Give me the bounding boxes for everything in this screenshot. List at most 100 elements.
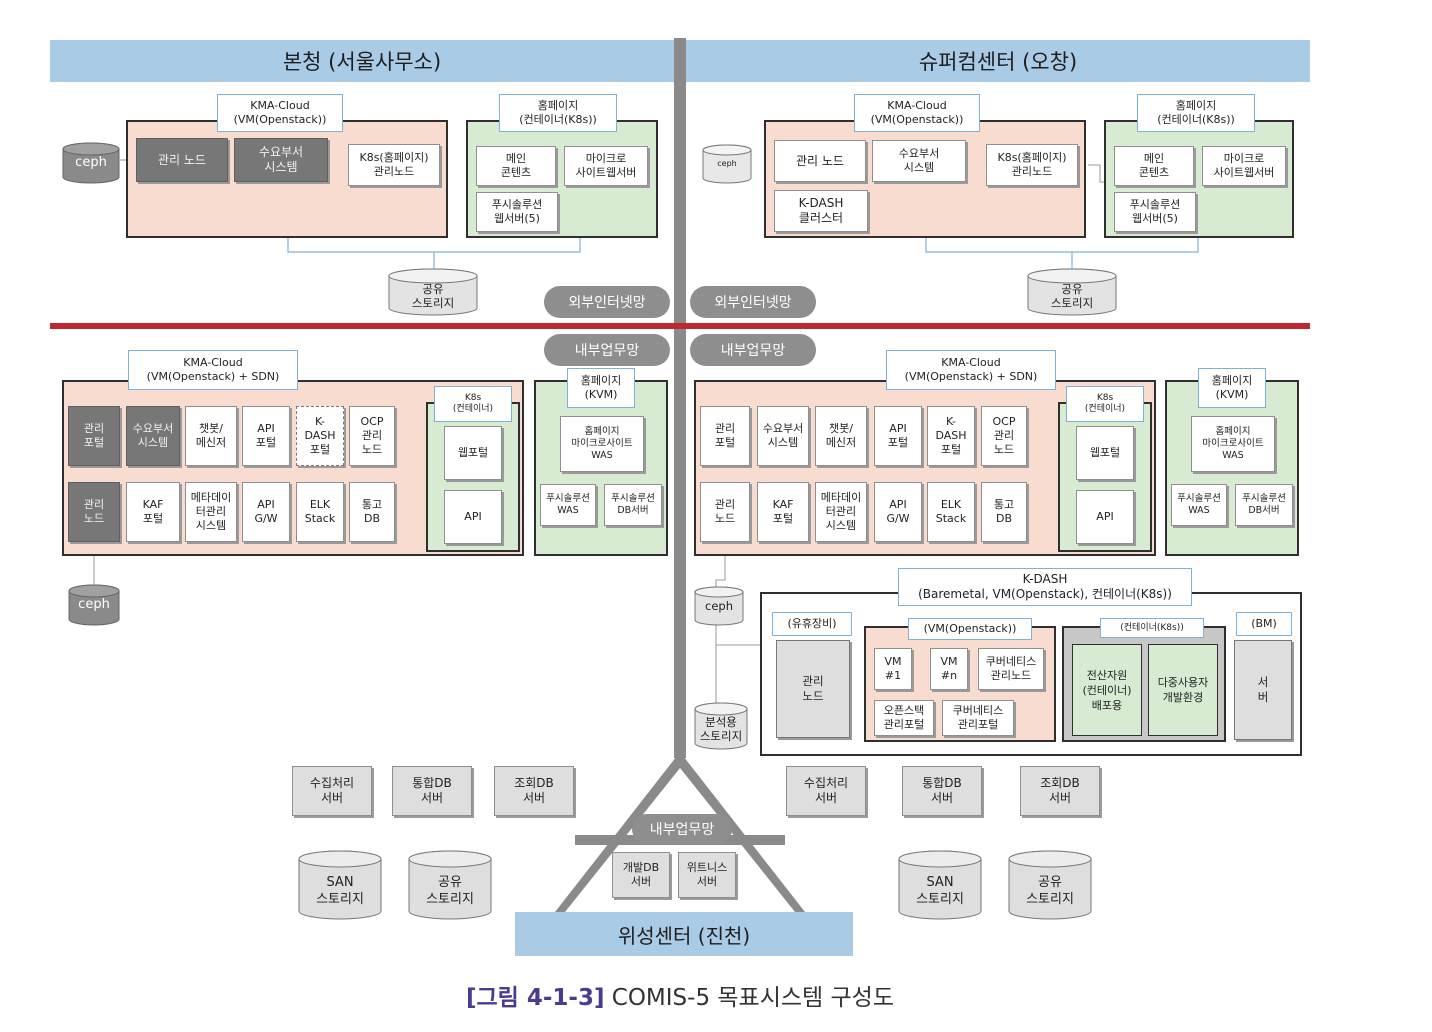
super-int-chatbot: 챗봇/ 메신저 xyxy=(815,406,867,466)
super-shared-storage-top-label: 공유 스토리지 xyxy=(1050,282,1094,310)
hq-int-kdash-portal: K- DASH 포털 xyxy=(296,406,344,466)
super-int-metadata-system: 메타데이 터관리 시스템 xyxy=(815,482,867,542)
super-int-kaf-portal: KAF 포털 xyxy=(757,482,809,542)
kdash-bm-label: (BM) xyxy=(1236,612,1292,636)
kdash-vmn: VM #n xyxy=(930,648,968,690)
super-main-content: 메인 콘텐츠 xyxy=(1114,146,1194,186)
super-int-ocp-node: OCP 관리 노드 xyxy=(981,406,1027,466)
kdash-container-label: (컨테이너(K8s)) xyxy=(1100,618,1204,638)
super-homepage-label: 홈페이지 (컨테이너(K8s)) xyxy=(1137,94,1255,132)
hq-shared-storage-top: 공유 스토리지 xyxy=(388,268,478,316)
super-demand-system: 수요부서 시스템 xyxy=(872,140,966,182)
super-analysis-storage-label: 분석용 스토리지 xyxy=(699,715,743,743)
pill-internal-bottom: 내부업무망 xyxy=(632,814,732,844)
hq-k8s-mgmt: K8s(홈페이지) 관리노드 xyxy=(348,144,440,186)
header-satellite: 위성센터 (진천) xyxy=(515,912,853,956)
super-int-ceph: ceph xyxy=(694,586,744,626)
super-int-kvm-label: 홈페이지 (KVM) xyxy=(1198,368,1266,408)
hq-shared-storage-top-label: 공유 스토리지 xyxy=(411,282,455,310)
bl-shared-storage-label: 공유 스토리지 xyxy=(426,875,474,907)
super-int-kvm-micro: 홈페이지 마이크로사이트 WAS xyxy=(1191,416,1275,472)
bl-query-db: 조회DB 서버 xyxy=(494,766,574,816)
pill-external-left: 외부인터넷망 xyxy=(544,286,670,318)
hq-int-kvm-micro: 홈페이지 마이크로사이트 WAS xyxy=(560,416,644,472)
super-k8s-mgmt: K8s(홈페이지) 관리노드 xyxy=(986,144,1078,186)
super-int-api-portal: API 포털 xyxy=(874,406,922,466)
super-int-elk-stack: ELK Stack xyxy=(927,482,975,542)
br-shared-storage: 공유 스토리지 xyxy=(1008,850,1092,920)
hq-int-web-portal: 웹포털 xyxy=(444,426,502,480)
header-hq: 본청 (서울사무소) xyxy=(50,40,674,82)
hq-int-api-portal: API 포털 xyxy=(242,406,290,466)
hq-int-mgmt-portal: 관리 포털 xyxy=(68,406,120,466)
super-internal-cloud-label: KMA-Cloud (VM(Openstack) + SDN) xyxy=(886,350,1056,390)
kdash-k8s-node: 쿠버네티스 관리노드 xyxy=(978,648,1044,690)
super-int-ceph-label: ceph xyxy=(705,599,733,613)
br-shared-storage-label: 공유 스토리지 xyxy=(1026,875,1074,907)
hq-int-kaf-portal: KAF 포털 xyxy=(126,482,180,542)
kdash-label: K-DASH (Baremetal, VM(Openstack), 컨테이너(K… xyxy=(898,568,1192,606)
bl-san-storage: SAN 스토리지 xyxy=(298,850,382,920)
bl-shared-storage: 공유 스토리지 xyxy=(408,850,492,920)
kdash-vm-label: (VM(Openstack)) xyxy=(908,618,1032,640)
header-super: 슈퍼컴센터 (오창) xyxy=(686,40,1310,82)
hq-int-kvm-label: 홈페이지 (KVM) xyxy=(567,368,635,408)
pill-internal-left: 내부업무망 xyxy=(544,334,670,366)
hq-homepage-label: 홈페이지 (컨테이너(K8s)) xyxy=(499,94,617,132)
br-integrated-db: 통합DB 서버 xyxy=(902,766,982,816)
kdash-openstack-portal: 오픈스택 관리포털 xyxy=(874,700,934,736)
super-mgmt-node: 관리 노드 xyxy=(774,140,866,182)
hq-ceph-top: ceph xyxy=(62,142,120,184)
super-int-api-gw: API G/W xyxy=(874,482,922,542)
hq-int-push-was: 푸시솔루션 WAS xyxy=(540,484,596,526)
pill-external-right: 외부인터넷망 xyxy=(690,286,816,318)
bl-collect-server: 수집처리 서버 xyxy=(292,766,372,816)
figure-number: [그림 4-1-3] xyxy=(466,985,605,1011)
br-san-storage: SAN 스토리지 xyxy=(898,850,982,920)
super-push-web: 푸시솔루션 웹서버(5) xyxy=(1114,192,1196,232)
kdash-multi-dev: 다중사용자 개발환경 xyxy=(1148,644,1218,736)
network-divider xyxy=(50,323,1310,329)
hq-int-push-db: 푸시솔루션 DB서버 xyxy=(604,484,662,526)
hq-int-mgmt-node: 관리 노드 xyxy=(68,482,120,542)
hq-demand-system: 수요부서 시스템 xyxy=(234,138,328,182)
super-int-kdash-portal: K- DASH 포털 xyxy=(927,406,975,466)
kdash-vm1: VM #1 xyxy=(874,648,912,690)
hq-main-content: 메인 콘텐츠 xyxy=(476,146,556,186)
super-kdash-cluster: K-DASH 클러스터 xyxy=(774,190,868,232)
figure-title: COMIS-5 목표시스템 구성도 xyxy=(604,985,894,1011)
pill-internal-right: 내부업무망 xyxy=(690,334,816,366)
hq-micro-web: 마이크로 사이트웹서버 xyxy=(564,146,648,186)
super-int-demand-system: 수요부서 시스템 xyxy=(757,406,809,466)
hq-internal-cloud-label: KMA-Cloud (VM(Openstack) + SDN) xyxy=(128,350,298,390)
kdash-k8s-portal: 쿠버네티스 관리포털 xyxy=(942,700,1014,736)
hq-int-demand-system: 수요부서 시스템 xyxy=(126,406,180,466)
kdash-legacy-label: (유휴장비) xyxy=(772,612,852,636)
super-int-push-db: 푸시솔루션 DB서버 xyxy=(1235,484,1293,526)
super-int-web-portal: 웹포털 xyxy=(1076,426,1134,480)
super-shared-storage-top: 공유 스토리지 xyxy=(1027,268,1117,316)
br-collect-server: 수집처리 서버 xyxy=(786,766,866,816)
hq-int-elk-stack: ELK Stack xyxy=(296,482,344,542)
hq-int-stats-db: 통고 DB xyxy=(349,482,395,542)
hq-int-chatbot: 챗봇/ 메신저 xyxy=(185,406,237,466)
hq-int-ceph: ceph xyxy=(68,584,120,626)
hq-int-k8s-label: K8s (컨테이너) xyxy=(434,386,512,422)
hq-push-web: 푸시솔루션 웹서버(5) xyxy=(476,192,558,232)
hq-int-ceph-label: ceph xyxy=(78,597,110,612)
hq-int-kvm-panel xyxy=(534,380,668,556)
hq-cloud-label: KMA-Cloud (VM(Openstack)) xyxy=(217,94,343,132)
kdash-legacy-node: 관리 노드 xyxy=(776,640,850,738)
super-int-stats-db: 통고 DB xyxy=(981,482,1027,542)
hq-int-ocp-node: OCP 관리 노드 xyxy=(349,406,395,466)
super-analysis-storage: 분석용 스토리지 xyxy=(694,702,748,750)
br-query-db: 조회DB 서버 xyxy=(1020,766,1100,816)
super-int-mgmt-node: 관리 노드 xyxy=(700,482,750,542)
hq-int-api-gw: API G/W xyxy=(242,482,290,542)
spine-line xyxy=(674,38,686,758)
kdash-compute-deploy: 전산자원 (컨테이너) 배포용 xyxy=(1072,644,1142,736)
hq-int-api: API xyxy=(444,490,502,544)
super-int-push-was: 푸시솔루션 WAS xyxy=(1171,484,1227,526)
bl-integrated-db: 통합DB 서버 xyxy=(392,766,472,816)
super-ceph-top: ceph xyxy=(702,144,752,184)
